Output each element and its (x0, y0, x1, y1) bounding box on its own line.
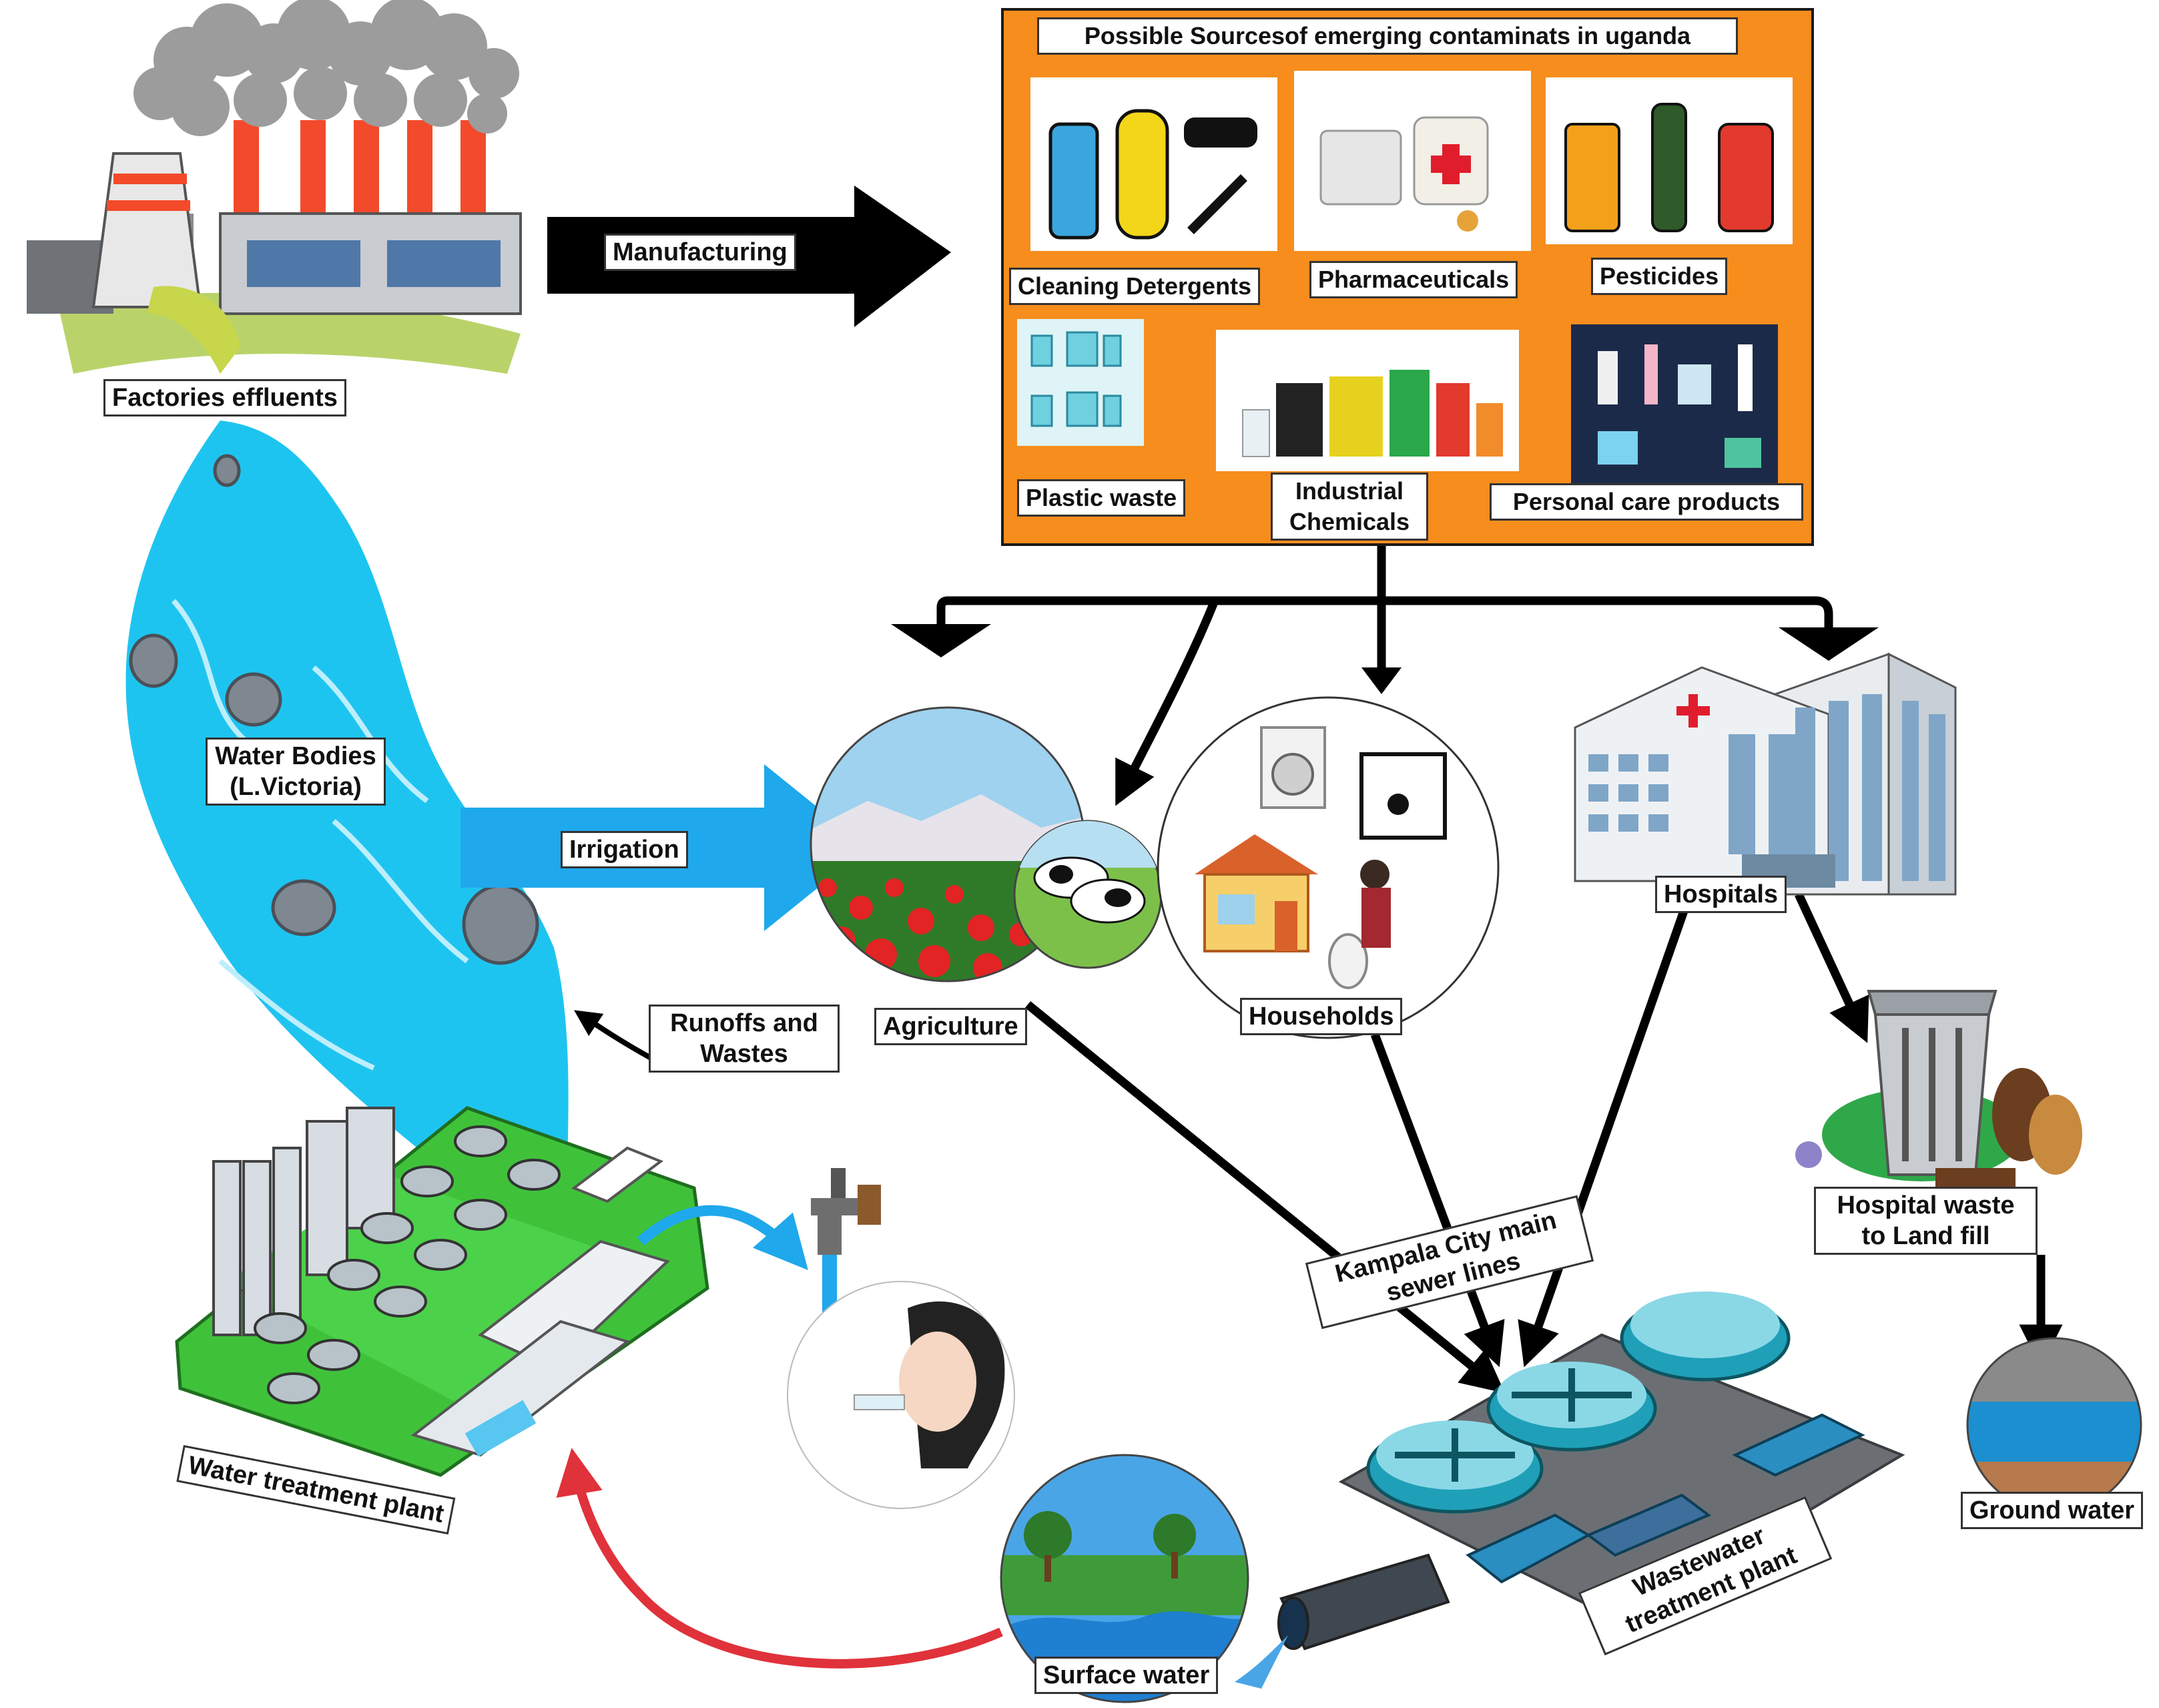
groundwater-illustration (1966, 1337, 2142, 1513)
panel-item-industrial-chemicals: Industrial Chemicals (1271, 473, 1428, 541)
agriculture-illustration (810, 706, 1163, 982)
households-label: Households (1240, 998, 1403, 1035)
panel-item-plastic-waste: Plastic waste (1017, 479, 1186, 517)
hospitals-label: Hospitals (1655, 876, 1787, 913)
pesticides-tile (1546, 77, 1793, 244)
irrigation-label: Irrigation (561, 831, 688, 868)
water-treatment-illustration (175, 1106, 709, 1477)
plastic-cup-icon (1030, 334, 1053, 367)
plastic-waste-tile (1017, 319, 1144, 446)
dish-liquid-bottle-icon (1115, 109, 1169, 240)
chemical-barrel-icon (1276, 383, 1323, 457)
return-arrow (556, 1448, 1003, 1669)
sources-panel: Possible Sourcesof emerging contaminats … (1001, 8, 1814, 546)
personal-care-tile (1571, 324, 1778, 485)
plastic-bag-icon (1066, 331, 1099, 367)
arrowhead-hospitals (1779, 627, 1879, 661)
panel-item-pharmaceuticals: Pharmaceuticals (1309, 261, 1518, 298)
pill-icon (1457, 210, 1478, 232)
toothbrush-icon (1187, 174, 1247, 234)
soap-icon (1725, 438, 1761, 468)
river-rocks (129, 454, 539, 965)
water-bodies-label: Water Bodies (L.Victoria) (206, 738, 386, 806)
pesticide-can-icon (1651, 103, 1687, 232)
arrowhead-households (1361, 667, 1402, 694)
pharmaceuticals-tile (1294, 71, 1531, 251)
panel-item-pesticides: Pesticides (1591, 258, 1728, 295)
pesticide-spray-icon (1718, 123, 1774, 232)
factories-effluents-label: Factories effluents (103, 379, 346, 416)
lotion-bottle-icon (1598, 351, 1618, 404)
tap-drinking-illustration (787, 1168, 1015, 1509)
ground-water-label: Ground water (1961, 1492, 2144, 1529)
factory-illustration (27, 0, 522, 374)
arrowhead-agriculture (891, 624, 991, 657)
manufacturing-label: Manufacturing (604, 234, 796, 271)
agriculture-label: Agriculture (874, 1008, 1027, 1045)
hospital-waste-label: Hospital waste to Land fill (1814, 1187, 2038, 1255)
panel-title: Possible Sourcesof emerging contaminats … (1037, 17, 1738, 55)
plastic-bottle-icon (1103, 334, 1122, 367)
outfall-pipe (1235, 1553, 1450, 1689)
runoff-arrow (574, 1010, 652, 1061)
households-illustration (1157, 696, 1500, 1039)
hospital-illustration (1574, 652, 1957, 896)
detergents-tile (1030, 77, 1277, 251)
runoffs-label: Runoffs and Wastes (649, 1005, 840, 1073)
pill-blister-icon (1319, 129, 1402, 206)
wastewater-treatment-illustration (1338, 1292, 1905, 1624)
distribution-arrows (936, 546, 1833, 806)
bathtub-icon (1184, 117, 1257, 148)
panel-item-detergents: Cleaning Detergents (1009, 268, 1261, 305)
flow-arrows (1024, 892, 2063, 1394)
panel-item-personal-care: Personal care products (1490, 483, 1803, 521)
industrial-chemicals-tile (1216, 330, 1519, 471)
surface-water-label: Surface water (1034, 1657, 1219, 1694)
supply-arrow (637, 1205, 808, 1270)
spray-bottle-icon (1048, 122, 1099, 240)
pesticide-bottle-icon (1564, 123, 1620, 232)
waste-bin-illustration (1795, 990, 2082, 1188)
